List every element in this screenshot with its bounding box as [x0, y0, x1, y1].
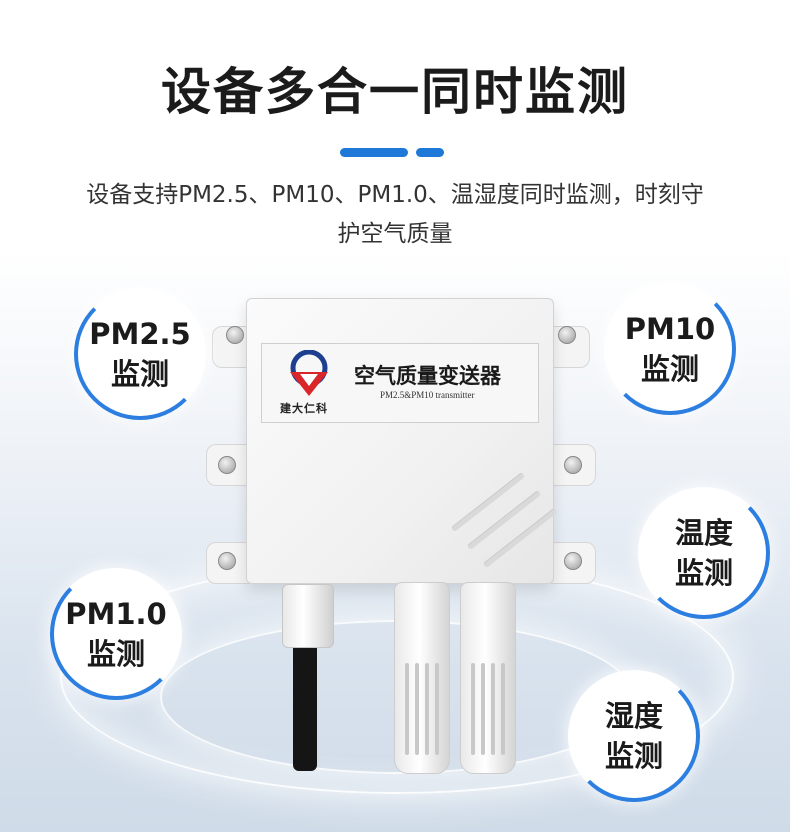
- sensor-probe: [394, 582, 450, 774]
- screw-icon: [226, 326, 244, 344]
- screw-icon: [558, 326, 576, 344]
- badge-sub: 监测: [110, 357, 169, 391]
- power-cable: [293, 641, 317, 771]
- subtitle: 设备支持PM2.5、PM10、PM1.0、温湿度同时监测，时刻守 护空气质量: [30, 176, 760, 254]
- vent-groove: [482, 507, 558, 569]
- badge-pm10: PM10 监测: [604, 283, 736, 415]
- page-title: 设备多合一同时监测: [161, 63, 629, 121]
- subtitle-line-2: 护空气质量: [337, 221, 453, 247]
- renke-logo-icon: [290, 350, 328, 396]
- badge-pm25: PM2.5 监测: [74, 288, 206, 420]
- badge-sub: 监测: [86, 637, 145, 671]
- badge-sub: 监测: [640, 352, 699, 386]
- badge-label: PM1.0: [65, 597, 167, 631]
- badge-temperature: 温度 监测: [638, 487, 770, 619]
- badge-sub: 监测: [604, 739, 663, 773]
- screw-icon: [218, 552, 236, 570]
- vent-groove: [466, 489, 542, 551]
- badge-humidity: 湿度 监测: [568, 670, 700, 802]
- screw-icon: [564, 552, 582, 570]
- device-body: 建大仁科 空气质量变送器 PM2.5&PM10 transmitter: [246, 298, 558, 584]
- accent-bar-long: [340, 148, 408, 157]
- badge-sub: 监测: [674, 556, 733, 590]
- screw-icon: [218, 456, 236, 474]
- badge-label: PM2.5: [89, 317, 191, 351]
- cable-gland: [282, 584, 334, 648]
- product-name-en: PM2.5&PM10 transmitter: [380, 390, 475, 400]
- screw-icon: [564, 456, 582, 474]
- vent-groove: [450, 471, 526, 533]
- badge-pm10-1: PM1.0 监测: [50, 568, 182, 700]
- product-name: 空气质量变送器: [354, 363, 501, 388]
- subtitle-line-1: 设备支持PM2.5、PM10、PM1.0、温湿度同时监测，时刻守: [86, 182, 704, 208]
- badge-label: 温度: [674, 516, 733, 550]
- badge-label: 湿度: [604, 699, 663, 733]
- device-label: 建大仁科 空气质量变送器 PM2.5&PM10 transmitter: [261, 343, 539, 423]
- brand-name: 建大仁科: [280, 402, 328, 415]
- sensor-probe: [460, 582, 516, 774]
- air-quality-transmitter-device: 建大仁科 空气质量变送器 PM2.5&PM10 transmitter: [200, 296, 600, 776]
- accent-bar-short: [416, 148, 444, 157]
- badge-label: PM10: [624, 312, 716, 346]
